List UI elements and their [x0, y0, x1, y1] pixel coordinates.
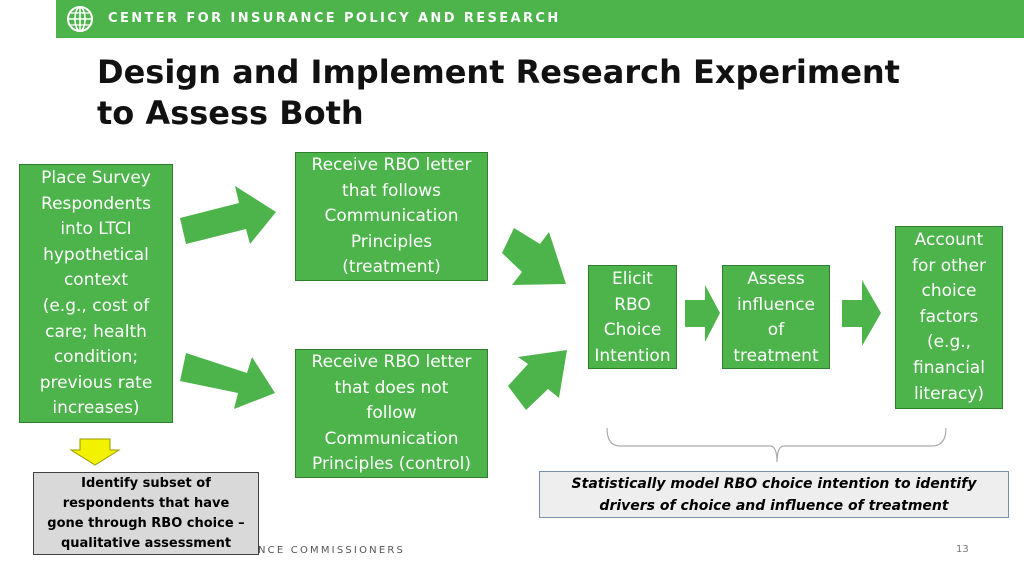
footer-text: NCE COMMISSIONERS: [258, 545, 406, 556]
identify-subset-box: Identify subset of respondents that have…: [33, 472, 259, 555]
page-number: 13: [956, 544, 969, 555]
treatment-box: Receive RBO letter that follows Communic…: [295, 152, 488, 281]
elicit-box: Elicit RBO Choice Intention: [588, 265, 677, 369]
down-arrow: [69, 438, 121, 466]
account-box: Account for other choice factors (e.g., …: [895, 226, 1003, 409]
place-survey-box: Place Survey Respondents into LTCI hypot…: [19, 164, 173, 423]
header-banner: CENTER FOR INSURANCE POLICY AND RESEARCH: [56, 0, 1024, 38]
org-name: CENTER FOR INSURANCE POLICY AND RESEARCH: [108, 11, 561, 26]
arrow-assess-to-account: [842, 280, 881, 346]
globe-icon: [67, 6, 93, 32]
brace: [606, 427, 947, 463]
page-title: Design and Implement Research Experiment…: [97, 53, 900, 132]
assess-box: Assess influence of treatment: [722, 265, 830, 369]
arrow-elicit-to-assess: [685, 285, 720, 342]
arrow-to-treatment: [180, 186, 276, 244]
arrow-to-control: [180, 353, 275, 409]
arrow-control-to-elicit: [508, 350, 567, 410]
statistical-model-box: Statistically model RBO choice intention…: [539, 471, 1009, 518]
control-box: Receive RBO letter that does not follow …: [295, 349, 488, 478]
arrow-treatment-to-elicit: [502, 228, 566, 285]
